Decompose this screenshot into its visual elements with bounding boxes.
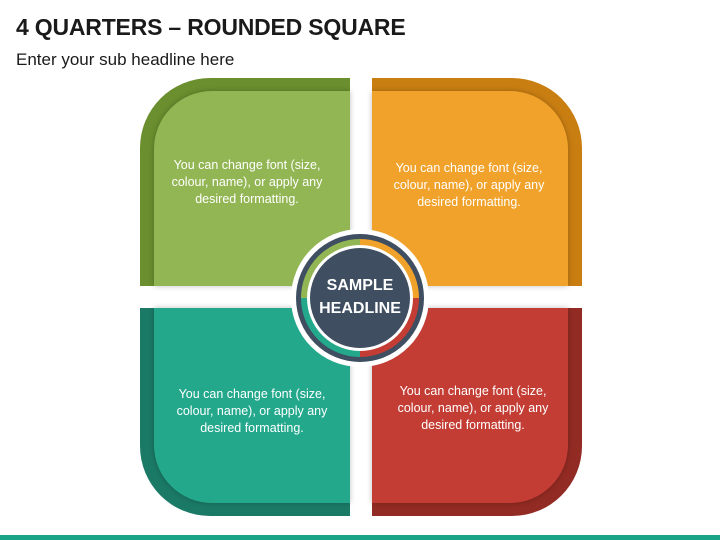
quadrant-top-right-text: You can change font (size, colour, name)… (393, 161, 545, 209)
center-headline-line2: HEADLINE (319, 300, 401, 317)
quadrant-bottom-left-text: You can change font (size, colour, name)… (176, 387, 328, 435)
quadrant-top-left-text: You can change font (size, colour, name)… (171, 158, 323, 206)
page-subtitle: Enter your sub headline here (16, 50, 235, 69)
page-title: 4 QUARTERS – ROUNDED SQUARE (16, 14, 406, 40)
quadrant-top-left: You can change font (size, colour, name)… (140, 78, 350, 286)
center-headline-line1: SAMPLE (326, 277, 394, 294)
center-inner-disc (310, 248, 410, 348)
arc-orange (359, 239, 419, 299)
footer-accent-bar (0, 535, 720, 540)
arc-green (301, 239, 361, 299)
center-headline-text: SAMPLE HEADLINE (290, 274, 430, 320)
quadrant-bottom-right-text: You can change font (size, colour, name)… (397, 384, 549, 432)
center-circle-graphic (291, 229, 429, 367)
arc-teal (301, 297, 361, 357)
center-headline-circle: SAMPLE HEADLINE (290, 228, 430, 368)
arc-red (359, 297, 419, 357)
